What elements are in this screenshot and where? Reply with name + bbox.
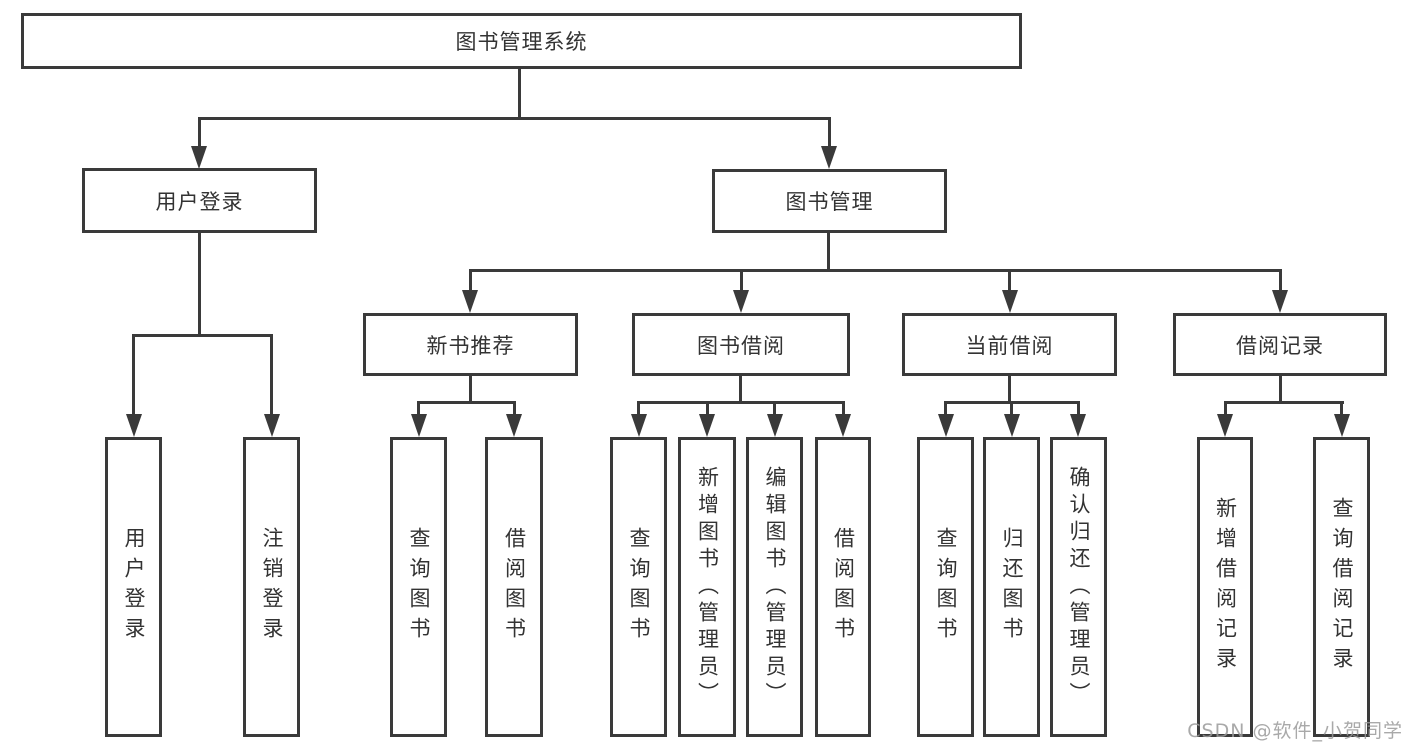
connector-nbr-rail — [417, 401, 516, 404]
leaf-br-query-record-label: 查询借阅记录 — [1330, 497, 1354, 677]
connector-shaft-br-add — [1224, 401, 1227, 417]
connector-book-mgmt-drop — [827, 233, 830, 272]
connector-shaft-bb-edit — [773, 401, 776, 417]
node-borrow-records-label: 借阅记录 — [1236, 333, 1324, 358]
connector-shaft-book-borrow — [740, 269, 743, 293]
leaf-logout: 注销登录 — [243, 437, 300, 737]
leaf-user-login: 用户登录 — [105, 437, 162, 737]
node-borrow-records: 借阅记录 — [1173, 313, 1387, 376]
connector-shaft-br-query — [1340, 401, 1343, 417]
connector-cb-drop — [1008, 376, 1011, 404]
connector-root-rail — [198, 117, 831, 120]
leaf-nbr-borrow-books: 借阅图书 — [485, 437, 543, 737]
leaf-br-add-record: 新增借阅记录 — [1197, 437, 1253, 737]
connector-shaft-book-mgmt — [828, 117, 831, 149]
connector-shaft-leaf-user-login — [132, 334, 135, 416]
leaf-cb-confirm-return-label: 确认归还（管理员） — [1067, 465, 1091, 709]
connector-shaft-leaf-logout — [270, 334, 273, 416]
connector-shaft-bb-query — [637, 401, 640, 417]
connector-shaft-cb-return — [1010, 401, 1013, 417]
leaf-bb-query-books: 查询图书 — [610, 437, 667, 737]
leaf-cb-return-books-label: 归还图书 — [1000, 527, 1024, 647]
leaf-bb-add-books-label: 新增图书（管理员） — [695, 465, 720, 709]
connector-shaft-current-borrow — [1008, 269, 1011, 293]
connector-nbr-drop — [469, 376, 472, 404]
arrowhead-book-mgmt — [821, 146, 837, 169]
connector-root-drop — [518, 67, 521, 120]
arrowhead-user-login — [191, 146, 207, 169]
node-new-book-rec: 新书推荐 — [363, 313, 578, 376]
arrowhead-br-add — [1217, 414, 1233, 437]
arrowhead-leaf-user-login — [126, 414, 142, 437]
arrowhead-bb-add — [699, 414, 715, 437]
arrowhead-bb-query — [631, 414, 647, 437]
leaf-bb-borrow-books: 借阅图书 — [815, 437, 871, 737]
connector-shaft-borrow-records — [1279, 269, 1282, 293]
node-book-mgmt-label: 图书管理 — [785, 190, 874, 214]
connector-shaft-cb-query — [944, 401, 947, 417]
node-book-borrow-label: 图书借阅 — [697, 333, 785, 358]
leaf-cb-query-books-label: 查询图书 — [934, 527, 958, 647]
node-current-borrow-label: 当前借阅 — [965, 333, 1054, 358]
connector-bb-rail — [637, 401, 845, 404]
node-book-borrow: 图书借阅 — [632, 313, 850, 376]
arrowhead-book-borrow — [733, 290, 749, 313]
connector-shaft-user-login — [198, 117, 201, 149]
connector-shaft-new-book-rec — [469, 269, 472, 293]
leaf-nbr-query-books-label: 查询图书 — [407, 527, 431, 647]
arrowhead-bb-borrow — [835, 414, 851, 437]
csdn-watermark: CSDN @软件_小贺同学 — [1187, 720, 1403, 742]
leaf-logout-label: 注销登录 — [260, 527, 284, 647]
connector-shaft-bb-add — [706, 401, 709, 417]
arrowhead-bb-edit — [767, 414, 783, 437]
arrowhead-borrow-records — [1272, 290, 1288, 313]
arrowhead-br-query — [1334, 414, 1350, 437]
leaf-br-add-record-label: 新增借阅记录 — [1213, 497, 1238, 677]
arrowhead-current-borrow — [1002, 290, 1018, 313]
leaf-nbr-query-books: 查询图书 — [390, 437, 447, 737]
node-user-login: 用户登录 — [82, 168, 317, 233]
node-user-login-label: 用户登录 — [155, 189, 244, 214]
leaf-bb-edit-books-label: 编辑图书（管理员） — [763, 465, 787, 709]
leaf-bb-add-books: 新增图书（管理员） — [678, 437, 736, 737]
arrowhead-nbr-query — [411, 414, 427, 437]
connector-shaft-nbr-query — [417, 401, 420, 417]
leaf-cb-query-books: 查询图书 — [917, 437, 974, 737]
node-root-label: 图书管理系统 — [455, 30, 588, 54]
leaf-bb-query-books-label: 查询图书 — [627, 527, 651, 647]
leaf-br-query-record: 查询借阅记录 — [1313, 437, 1370, 737]
connector-user-login-rail — [132, 334, 273, 337]
connector-bb-drop — [739, 376, 742, 404]
leaf-user-login-label: 用户登录 — [122, 527, 146, 647]
arrowhead-nbr-borrow — [506, 414, 522, 437]
connector-br-drop — [1279, 376, 1282, 404]
leaf-bb-borrow-books-label: 借阅图书 — [831, 527, 856, 647]
arrowhead-cb-confirm — [1070, 414, 1086, 437]
arrowhead-cb-return — [1004, 414, 1020, 437]
node-book-mgmt: 图书管理 — [712, 169, 947, 233]
connector-book-mgmt-rail — [469, 269, 1282, 272]
leaf-cb-confirm-return: 确认归还（管理员） — [1050, 437, 1107, 737]
connector-br-rail — [1224, 401, 1344, 404]
arrowhead-cb-query — [938, 414, 954, 437]
connector-shaft-nbr-borrow — [513, 401, 516, 417]
leaf-nbr-borrow-books-label: 借阅图书 — [502, 527, 527, 647]
arrowhead-new-book-rec — [462, 290, 478, 313]
leaf-bb-edit-books: 编辑图书（管理员） — [746, 437, 803, 737]
connector-user-login-drop — [198, 233, 201, 337]
arrowhead-leaf-logout — [264, 414, 280, 437]
node-new-book-rec-label: 新书推荐 — [426, 333, 515, 358]
connector-shaft-bb-borrow — [842, 401, 845, 417]
node-root: 图书管理系统 — [21, 13, 1022, 69]
connector-shaft-cb-confirm — [1077, 401, 1080, 417]
leaf-cb-return-books: 归还图书 — [983, 437, 1040, 737]
node-current-borrow: 当前借阅 — [902, 313, 1117, 376]
